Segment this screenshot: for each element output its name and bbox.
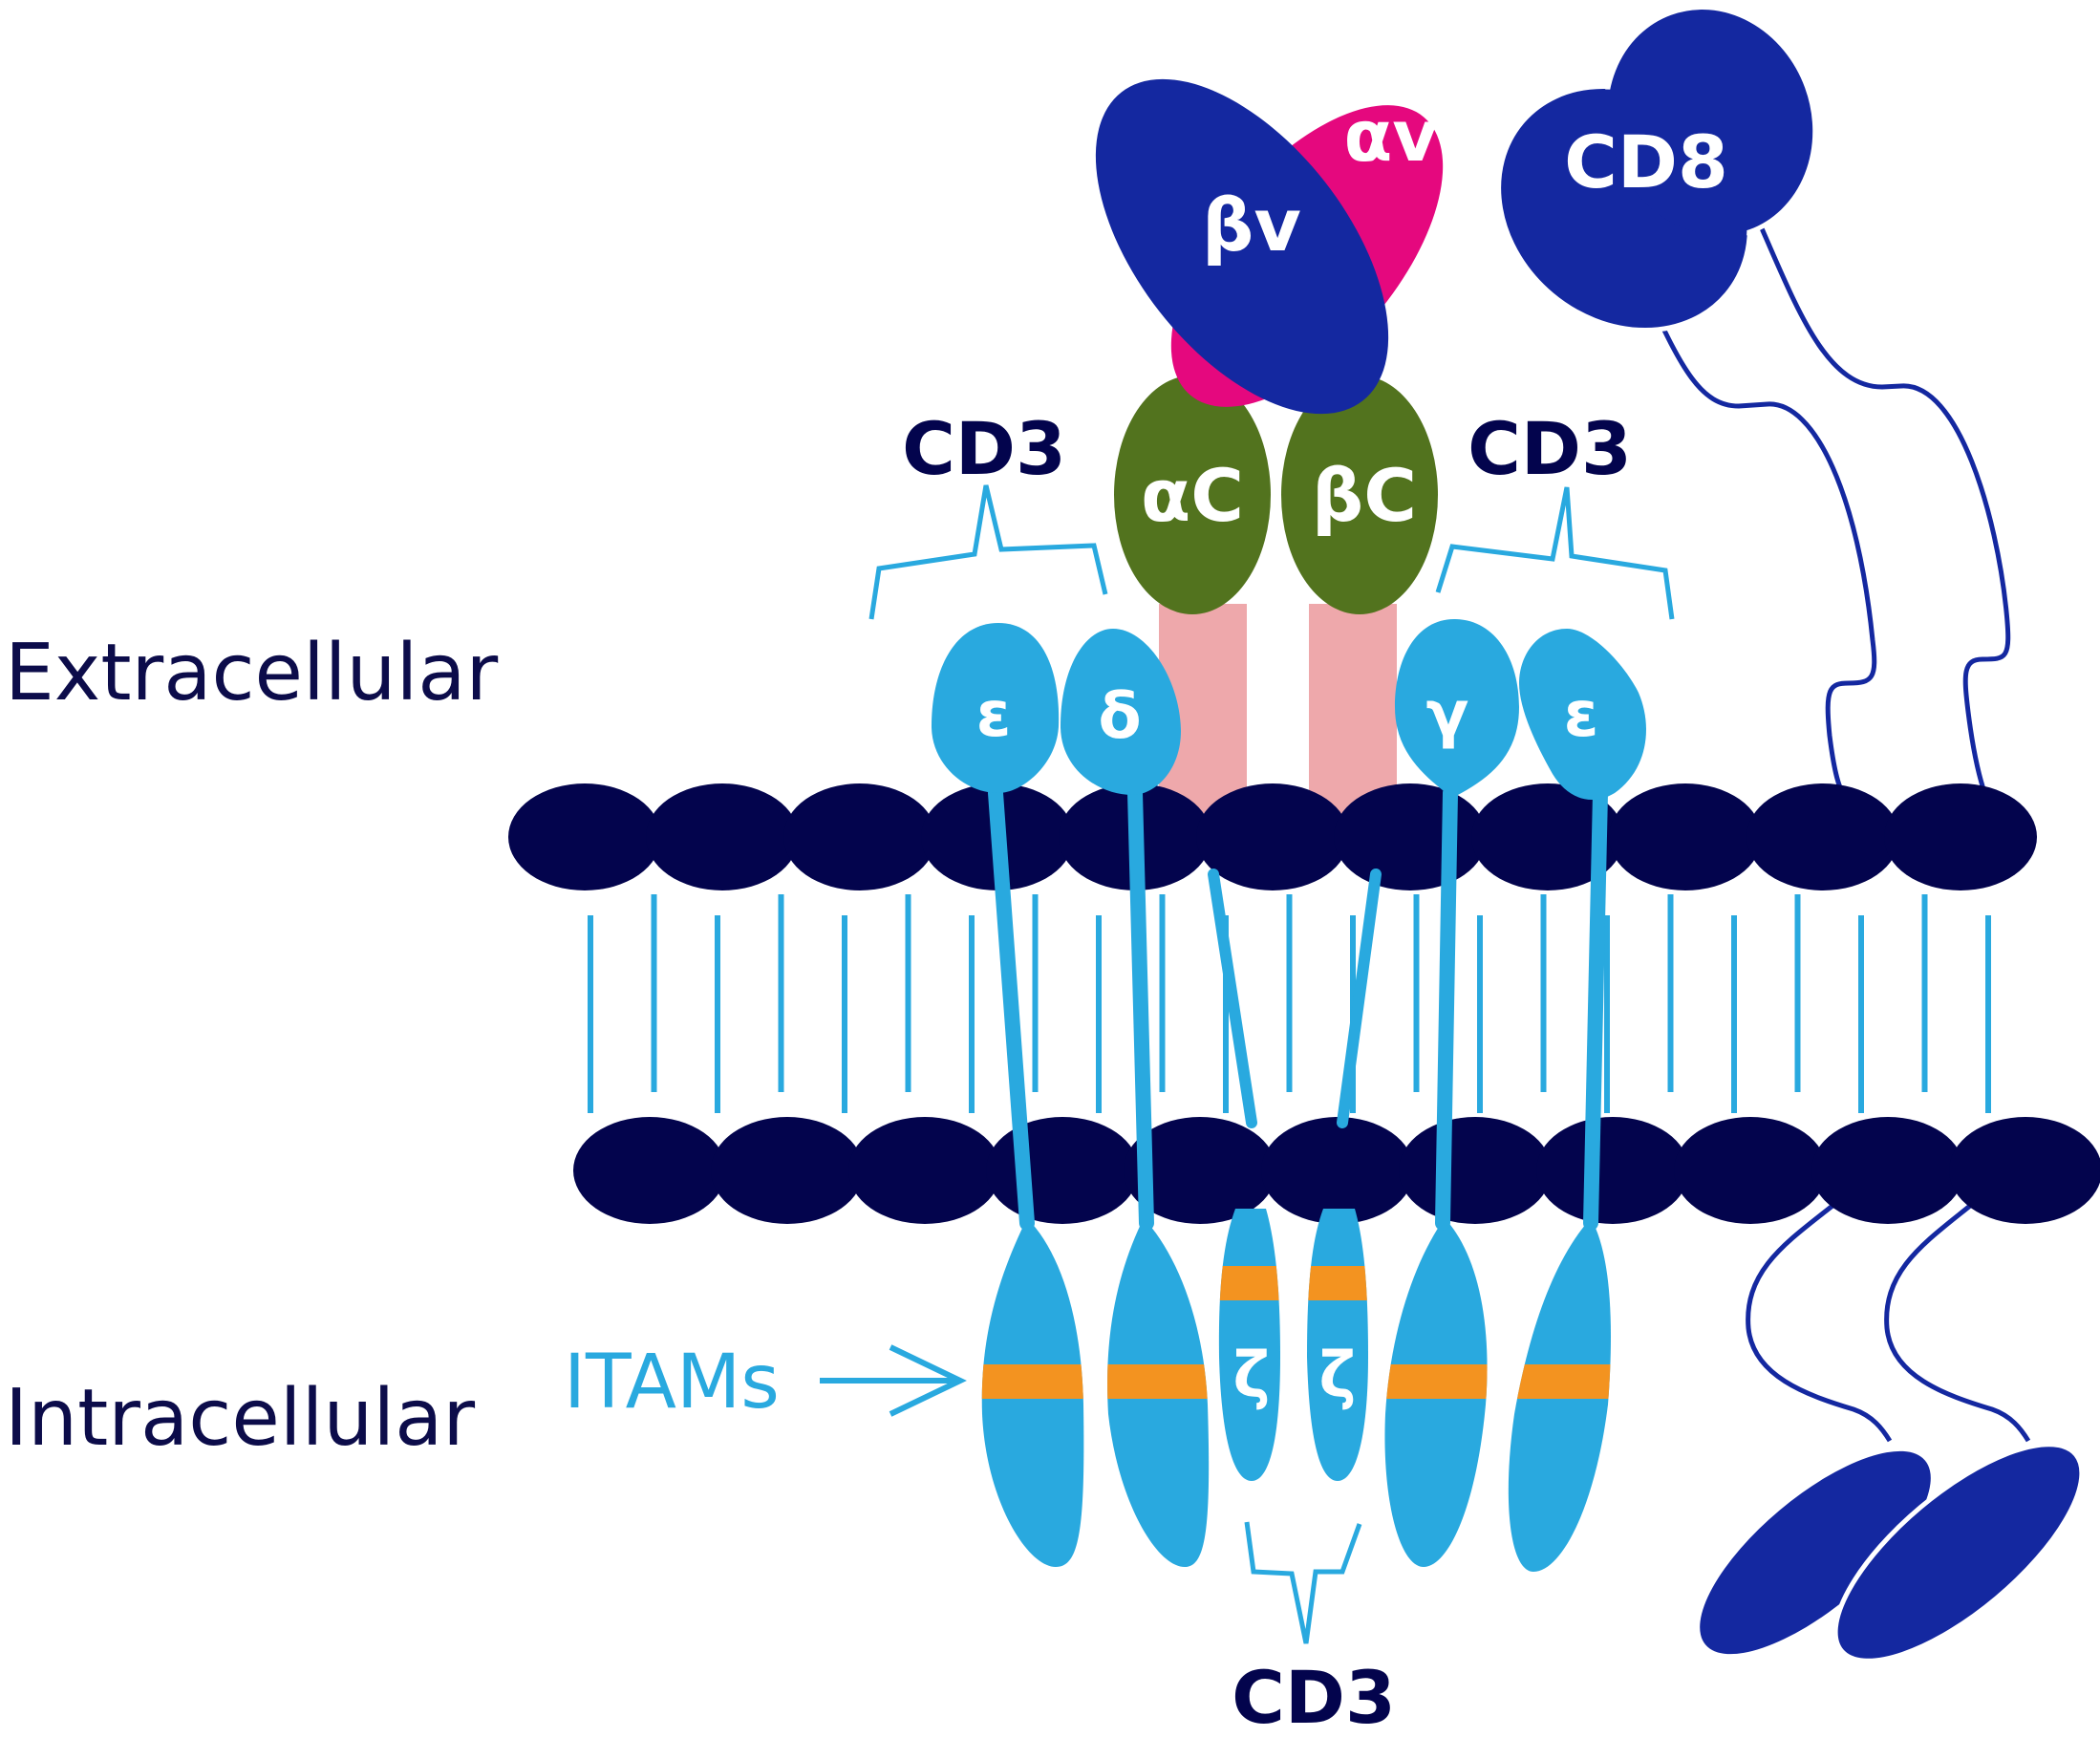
membrane-head-lower bbox=[1949, 1117, 2100, 1224]
extracellular-label: Extracellular bbox=[5, 628, 499, 719]
cd3-bracket-bottom bbox=[1244, 1521, 1362, 1644]
cd3-epsilon-right-cytoplasmic bbox=[1508, 1218, 1611, 1572]
cd3-epsilon-right-head bbox=[1519, 629, 1646, 801]
membrane-head-upper bbox=[1746, 783, 1899, 890]
delta-label: δ bbox=[1098, 679, 1141, 753]
cd3-label-left: CD3 bbox=[902, 406, 1066, 491]
membrane-head-lower bbox=[573, 1117, 726, 1224]
membrane-head-upper bbox=[1609, 783, 1762, 890]
cd3-brackets bbox=[868, 484, 1675, 1644]
beta-c-label: βC bbox=[1312, 453, 1417, 538]
itam-band bbox=[1107, 1364, 1210, 1399]
itam-band bbox=[1218, 1266, 1280, 1300]
cd3-delta-head bbox=[1061, 629, 1181, 795]
tcr-beta-stalk bbox=[1309, 604, 1397, 824]
membrane-head-lower bbox=[711, 1117, 864, 1224]
membrane-head-lower bbox=[1124, 1117, 1276, 1224]
membrane-head-lower bbox=[1811, 1117, 1964, 1224]
cd8-intracellular-domain-left bbox=[1700, 1450, 1931, 1655]
membrane-head-upper bbox=[1196, 783, 1349, 890]
itam-band bbox=[1508, 1364, 1611, 1399]
cd3-gamma-head bbox=[1395, 619, 1519, 798]
cd3-label-bottom: CD3 bbox=[1232, 1655, 1396, 1740]
membrane-head-upper bbox=[783, 783, 936, 890]
cd8-label: CD8 bbox=[1564, 119, 1728, 204]
cd8-stalk-right bbox=[1755, 218, 2011, 796]
cd3-zeta-right-cytoplasmic bbox=[1307, 1209, 1368, 1481]
itam-band bbox=[1307, 1266, 1368, 1300]
membrane-upper-heads bbox=[508, 783, 2037, 890]
alpha-c-label: αC bbox=[1141, 453, 1244, 538]
cd8-intracellular-domain-right bbox=[1832, 1442, 2085, 1663]
tcr-alpha-constant-domain bbox=[1114, 375, 1271, 614]
membrane-head-lower bbox=[1399, 1117, 1552, 1224]
zeta-right-label: ζ bbox=[1319, 1339, 1357, 1412]
cd3-transmembrane-stalks bbox=[988, 785, 1608, 1231]
lipid-tails bbox=[588, 894, 1991, 1113]
membrane-head-lower bbox=[848, 1117, 1001, 1224]
epsilon-left-label: ε bbox=[976, 677, 1012, 751]
cd8-intracellular-tail-left bbox=[1746, 1204, 1893, 1443]
cd8-intracellular-tail-right bbox=[1884, 1204, 2031, 1443]
membrane-head-lower bbox=[986, 1117, 1139, 1224]
tcr-beta-variable-domain bbox=[1095, 78, 1389, 415]
itams-arrow bbox=[820, 1344, 967, 1417]
cd3-epsilon-left-cytoplasmic bbox=[981, 1218, 1084, 1567]
zeta-transmembrane bbox=[1208, 869, 1382, 1128]
membrane-head-upper bbox=[646, 783, 799, 890]
cd3-gamma-cytoplasmic bbox=[1384, 1218, 1488, 1567]
cd3-delta-cytoplasmic bbox=[1107, 1218, 1210, 1567]
cd8-stalk-left bbox=[1645, 294, 1877, 797]
itam-band bbox=[1384, 1364, 1488, 1399]
itams-label: ITAMs bbox=[564, 1340, 780, 1426]
membrane-head-upper bbox=[1884, 783, 2037, 890]
cd3-label-right: CD3 bbox=[1468, 406, 1632, 491]
cd8-stalks bbox=[1645, 218, 2031, 1443]
membrane-head-upper bbox=[508, 783, 661, 890]
beta-v-label: βv bbox=[1202, 182, 1301, 268]
alpha-v-label: αv bbox=[1343, 96, 1438, 178]
cd3-zeta-left-cytoplasmic bbox=[1218, 1209, 1280, 1481]
cd8-head-fill bbox=[1501, 10, 1812, 328]
membrane-head-upper bbox=[1471, 783, 1624, 890]
gamma-label: γ bbox=[1426, 677, 1469, 751]
epsilon-right-label: ε bbox=[1564, 677, 1599, 751]
itam-band bbox=[981, 1364, 1084, 1399]
intracellular-label: Intracellular bbox=[5, 1373, 475, 1464]
membrane-head-lower bbox=[1261, 1117, 1414, 1224]
tcr-beta-constant-domain bbox=[1281, 375, 1438, 614]
cd3-epsilon-left-head bbox=[932, 623, 1060, 793]
membrane-head-upper bbox=[1334, 783, 1487, 890]
zeta-left-label: ζ bbox=[1233, 1339, 1271, 1412]
membrane-lower-heads bbox=[573, 1117, 2100, 1224]
cd3-bracket-right bbox=[1435, 486, 1675, 620]
membrane-head-lower bbox=[1674, 1117, 1827, 1224]
cd3-bracket-left bbox=[868, 484, 1108, 620]
membrane-head-lower bbox=[1536, 1117, 1689, 1224]
